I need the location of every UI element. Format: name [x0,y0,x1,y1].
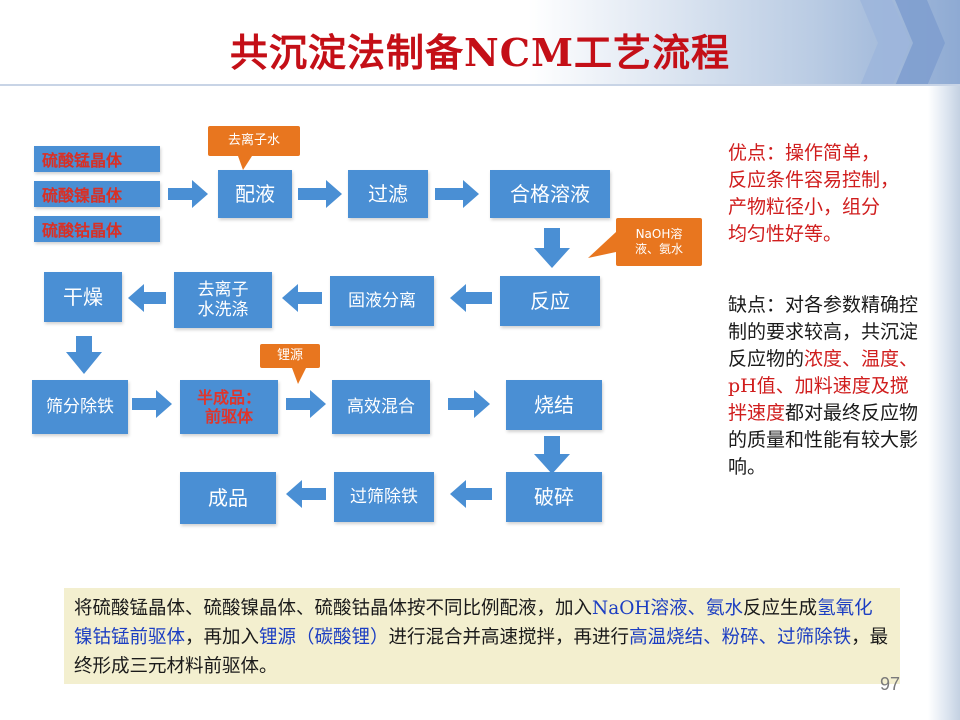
step-product: 成品 [180,472,276,524]
summary-highlight: 氢氧化镍钴锰前驱体 [74,598,873,648]
summary-highlight: 高温烧结、粉碎、过筛除铁 [629,627,852,648]
step-deionized-wash: 去离子 水洗涤 [174,272,272,328]
advantages-line: 反应条件容易控制， [728,168,900,191]
disadvantages-note: 缺点：对各参数精确控制的要求较高，共沉淀反应物的浓度、温度、pH值、加料速度及搅… [728,292,926,481]
advantages-note: 优点：操作简单， 反应条件容易控制， 产物粒径小，组分 均匀性好等。 [728,140,928,248]
advantages-line: 优点：操作简单， [728,142,881,164]
arrow-sinter-to-crush [534,436,570,474]
step-sieve-iron-removal-2: 过筛除铁 [334,472,434,522]
page-number: 97 [880,674,901,694]
arrow-filter-to-solution [435,180,479,208]
raw-material-co: 硫酸钴晶体 [34,216,160,242]
arrow-raw-to-mix [168,180,208,208]
step-sieve-iron-removal: 筛分除铁 [32,380,128,434]
callout-tail-water [238,156,252,170]
raw-material-ni: 硫酸镍晶体 [34,181,160,207]
step-mix: 配液 [218,170,292,218]
right-decor-stripe [928,86,960,720]
summary-highlight: 锂源（碳酸锂） [259,627,389,648]
arrow-solution-to-reaction [534,228,570,268]
step-sinter: 烧结 [506,380,602,430]
callout-deionized-water: 去离子水 [208,126,300,156]
advantages-line: 均匀性好等。 [728,222,843,245]
callout-lithium: 锂源 [260,344,320,368]
raw-material-mn: 硫酸锰晶体 [34,146,160,172]
summary-text: 进行混合并高速搅拌，再进行 [388,627,630,648]
step-crush: 破碎 [506,472,602,522]
callout-tail-naoh [588,232,616,258]
disadvantages-text: 缺点：对各参数精确控制的要求较高，共沉淀反应物的 [728,294,919,370]
arrow-mix-to-filter [298,180,342,208]
callout-naoh: NaOH溶 液、氨水 [616,218,702,266]
summary-text: ，再加入 [185,627,260,648]
disadvantages-highlight: 浓度、温度、pH值、加料速度及搅拌速度 [728,347,919,424]
process-summary: 将硫酸锰晶体、硫酸镍晶体、硫酸钴晶体按不同比例配液，加入NaOH溶液、氨水反应生… [64,588,900,684]
advantages-line: 产物粒径小，组分 [728,195,881,218]
step-filter: 过滤 [348,170,428,218]
step-precursor: 半成品： 前驱体 [180,380,278,434]
step-dry: 干燥 [44,272,122,322]
summary-text: ，最终形成三元材料前驱体。 [74,627,889,677]
arrow-dry-to-sieve [66,336,102,374]
summary-text: 将硫酸锰晶体、硫酸镍晶体、硫酸钴晶体按不同比例配液，加入 [74,598,593,619]
callout-tail-lithium [292,368,306,384]
disadvantages-text-end: 都对最终反应物的质量和性能有较大影响。 [728,401,919,478]
page-title: 共沉淀法制备NCM工艺流程 [229,30,731,75]
step-qualified-solution: 合格溶液 [490,170,610,218]
header-band [0,0,960,86]
step-solid-liquid-separation: 固液分离 [330,276,434,326]
summary-highlight: NaOH溶液、氨水 [592,598,744,619]
step-reaction: 反应 [500,276,600,326]
step-efficient-mixing: 高效混合 [332,380,430,434]
summary-text: 反应生成 [743,598,818,619]
